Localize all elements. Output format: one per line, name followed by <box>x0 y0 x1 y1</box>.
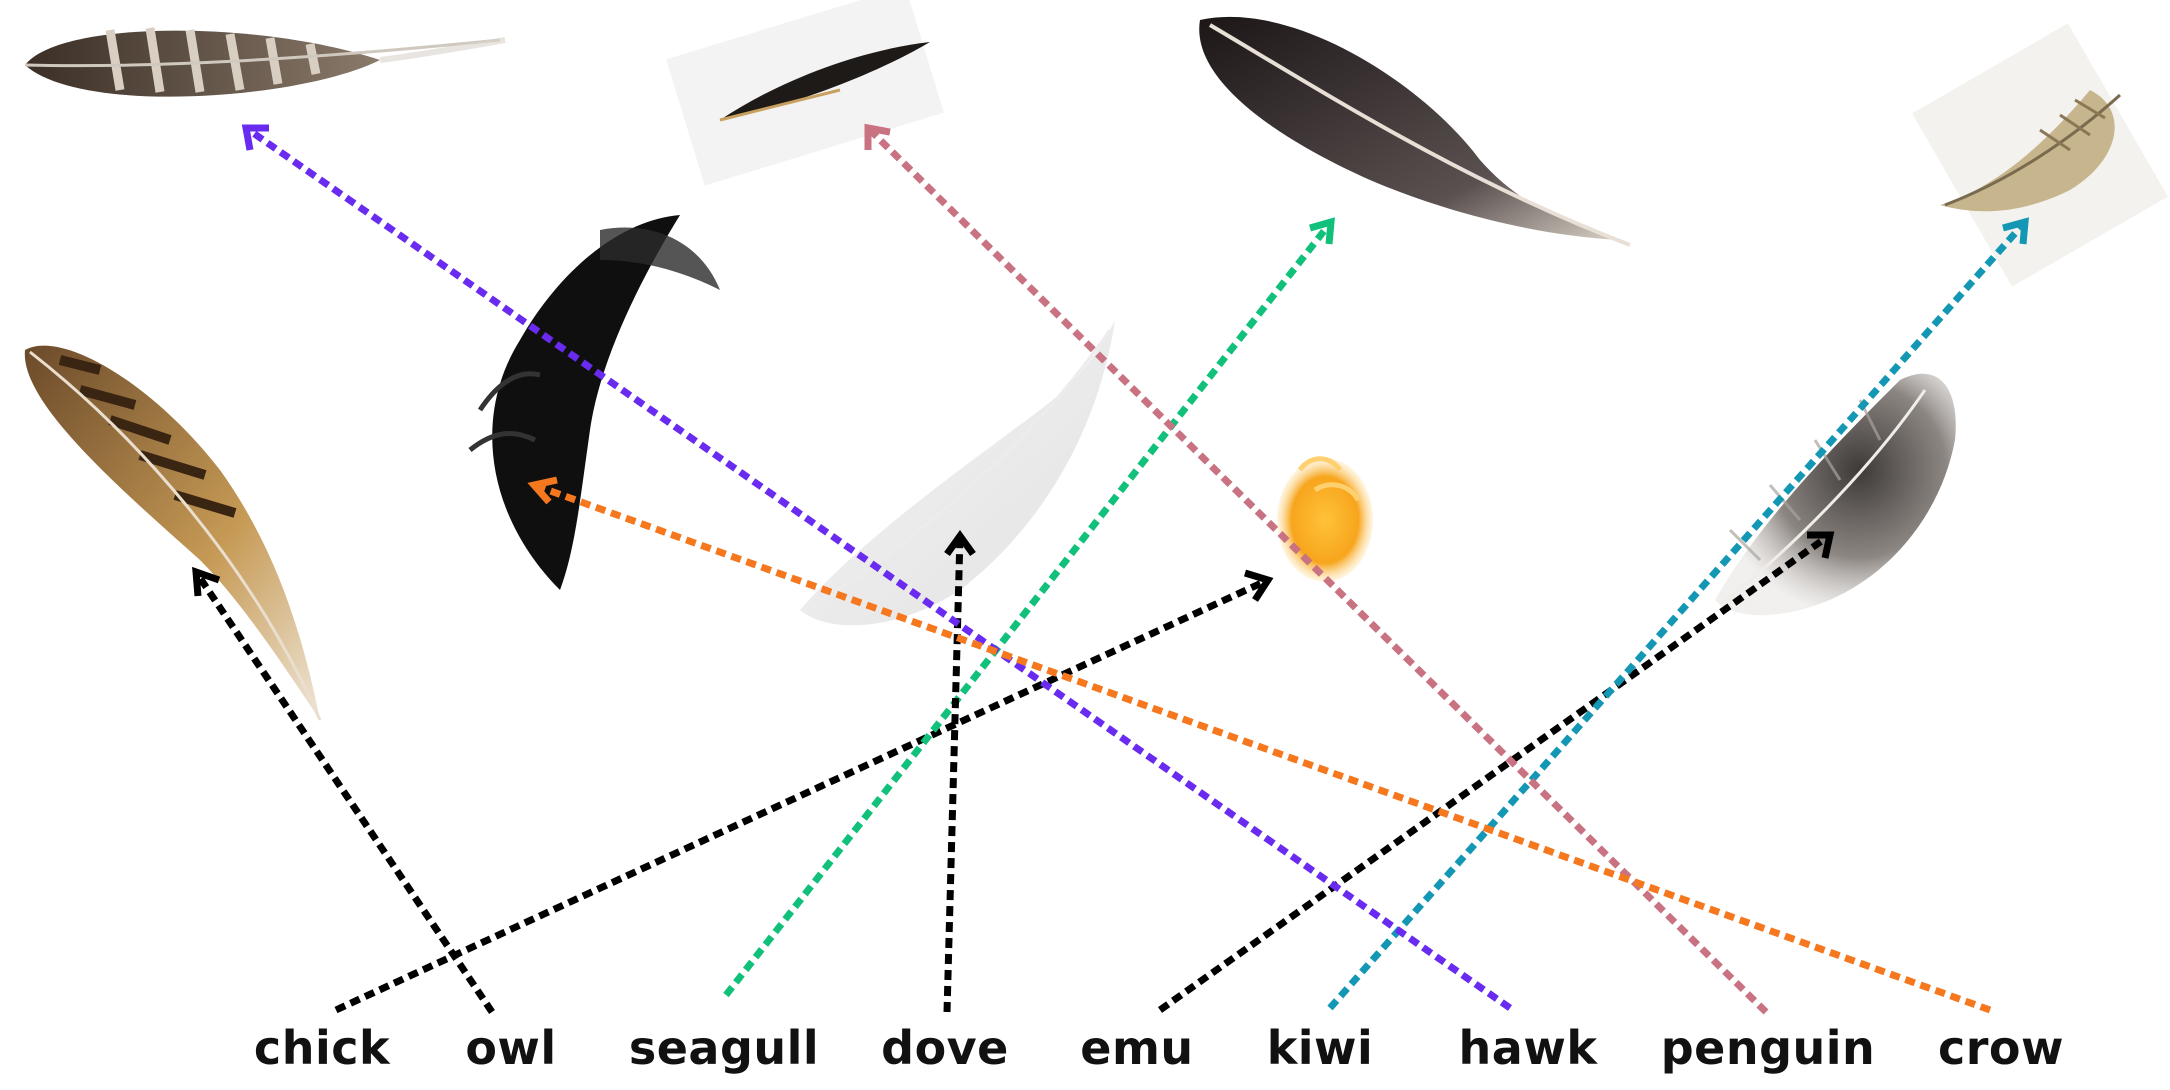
label-dove: dove <box>881 1021 1009 1075</box>
label-crow: crow <box>1937 1021 2065 1075</box>
striped-barred-feather <box>24 27 506 97</box>
arrow-hawk <box>241 124 1512 1011</box>
black-curved-feather <box>468 215 720 590</box>
label-seagull: seagull <box>628 1021 820 1075</box>
arrow-crow <box>527 476 1992 1014</box>
label-hawk: hawk <box>1458 1021 1598 1075</box>
arrow-penguin <box>864 123 1769 1015</box>
arrow-dove <box>943 530 976 1013</box>
arrow-kiwi <box>1327 217 2029 1011</box>
arrow-chick <box>334 569 1274 1014</box>
yellow-fluffy-feather <box>1277 456 1373 582</box>
brown-banded-feather <box>24 345 322 721</box>
label-kiwi: kiwi <box>1266 1021 1374 1075</box>
arrow-owl <box>192 566 495 1014</box>
label-penguin: penguin <box>1660 1021 1876 1075</box>
white-feather <box>800 320 1115 626</box>
grey-fluffy-feather <box>1715 373 1956 616</box>
tan-small-feather <box>1912 23 2168 287</box>
small-dark-feather <box>666 0 944 186</box>
label-owl: owl <box>465 1021 557 1075</box>
arrow-emu <box>1157 531 1835 1013</box>
label-emu: emu <box>1080 1021 1194 1075</box>
label-chick: chick <box>253 1021 391 1075</box>
dark-grey-wing-feather <box>1199 16 1631 247</box>
arrow-seagull <box>723 217 1335 998</box>
